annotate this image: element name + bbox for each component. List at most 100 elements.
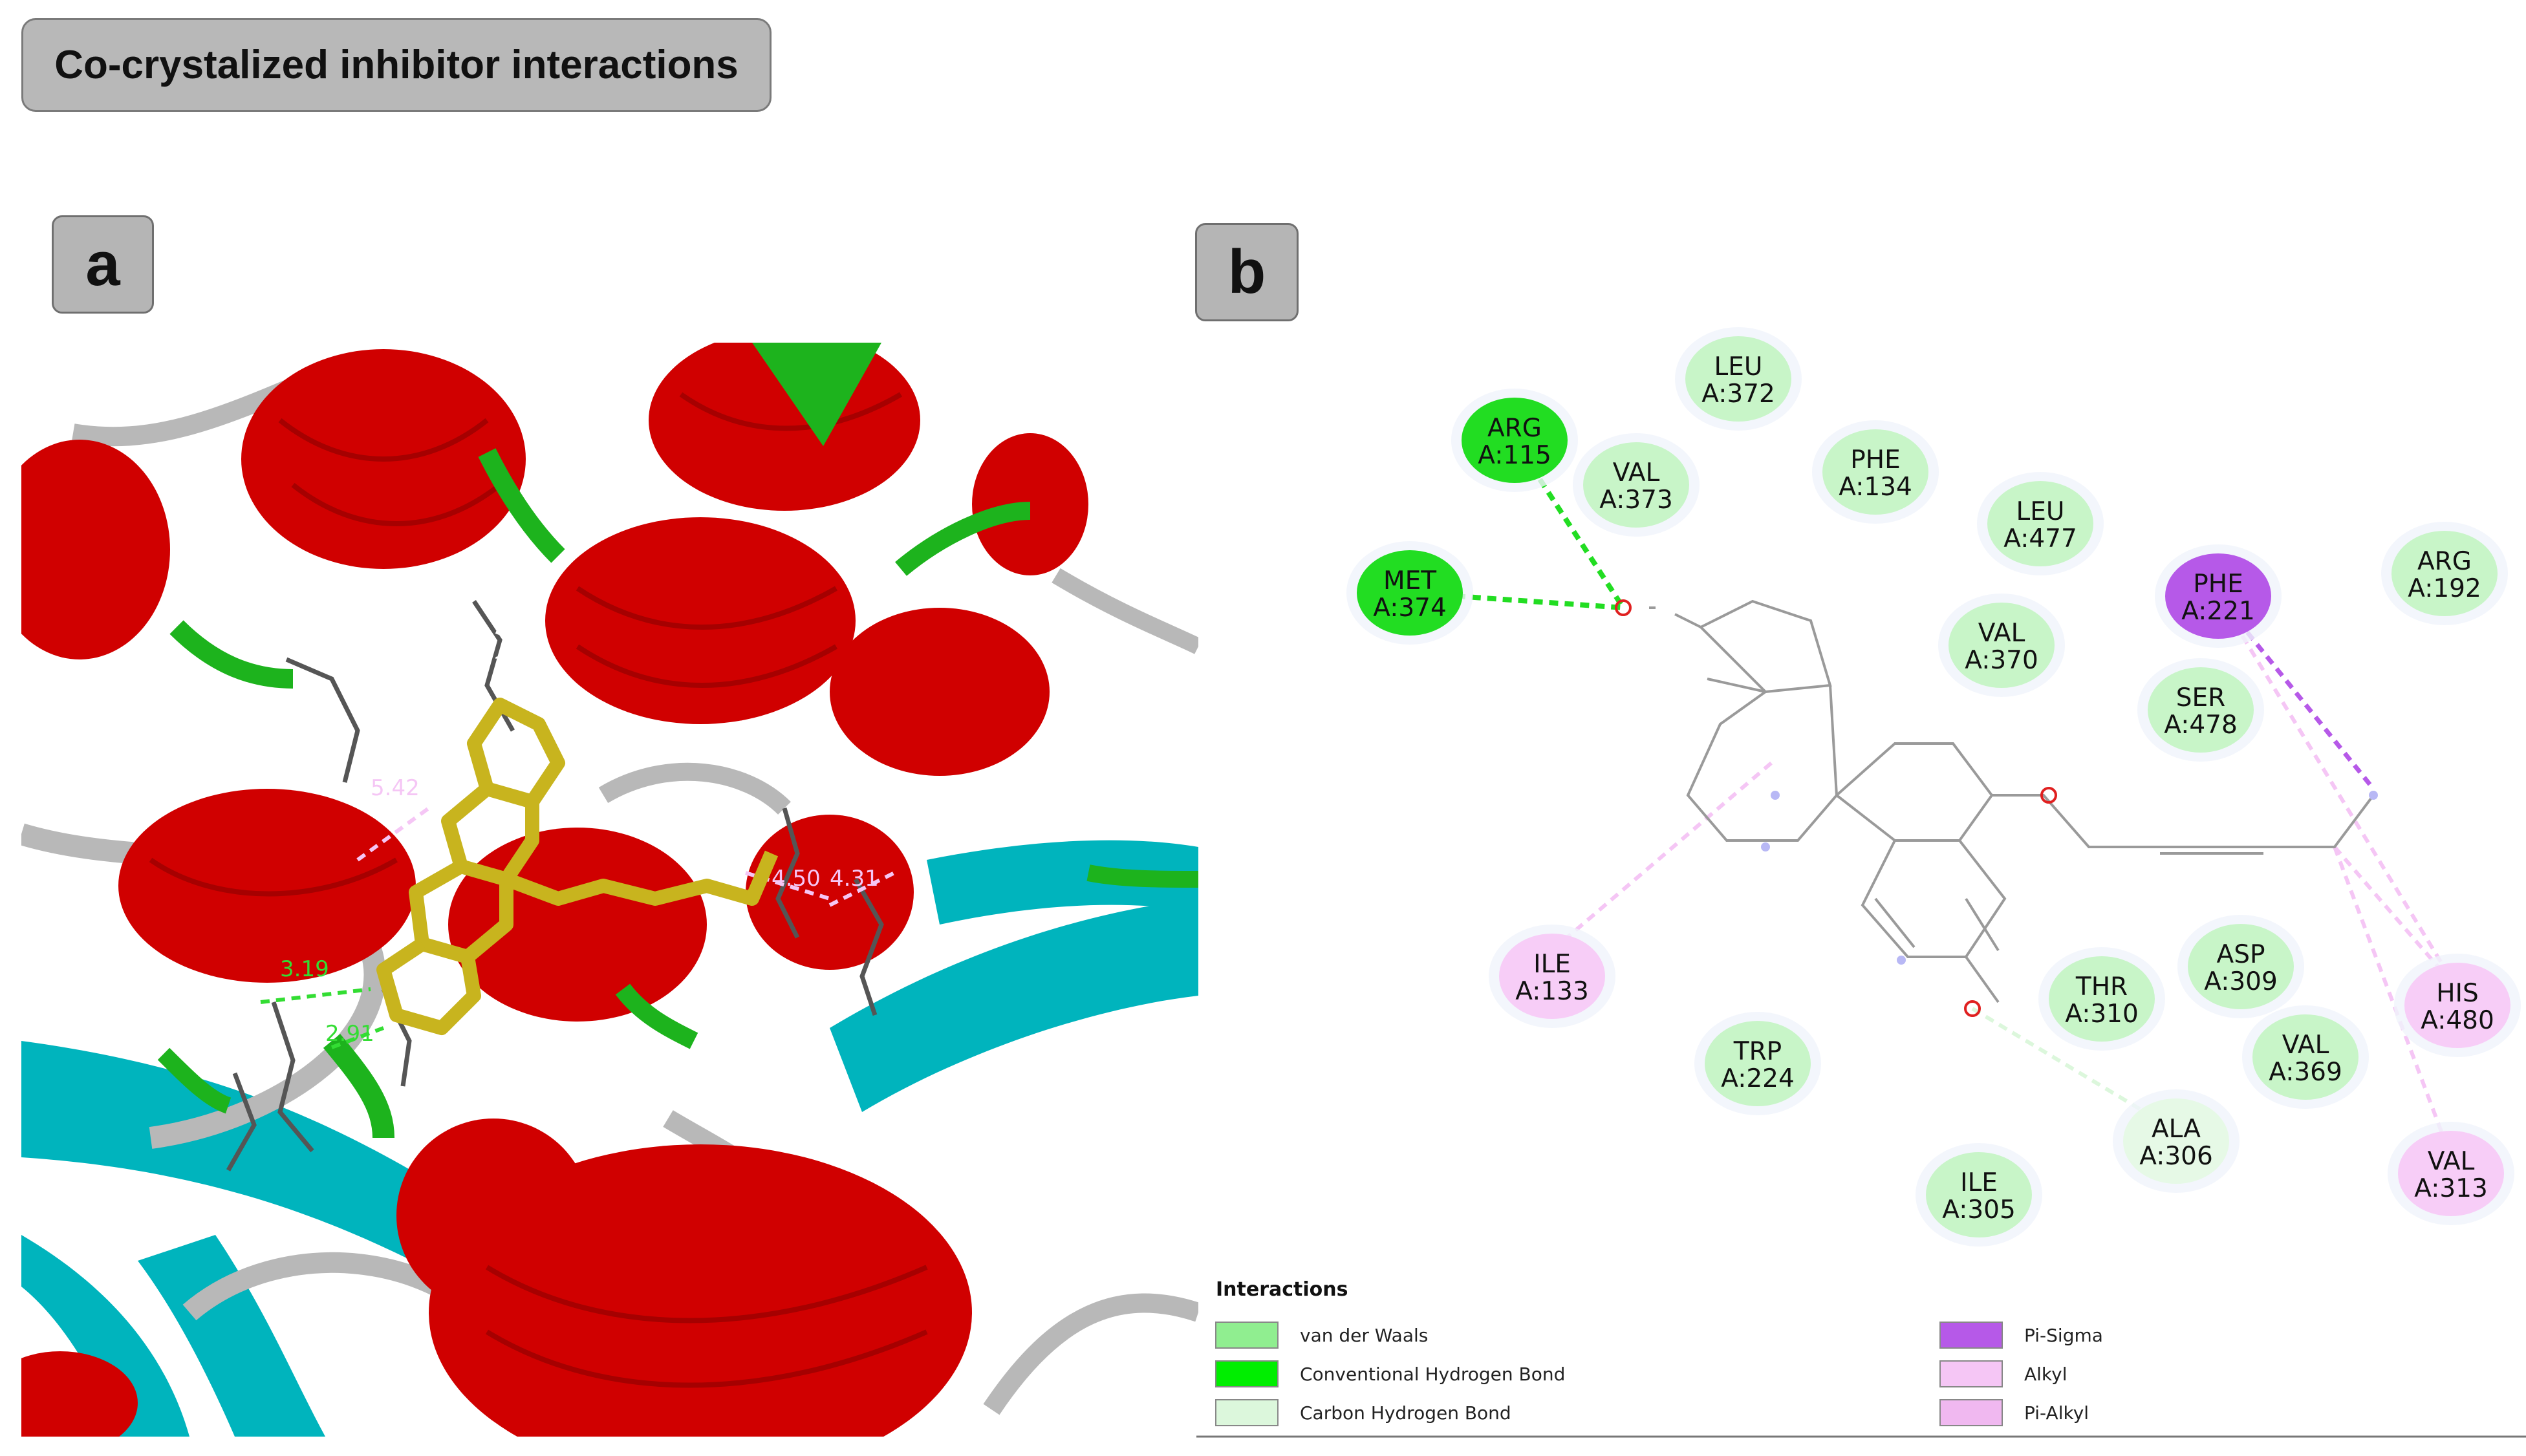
legend-title: Interactions bbox=[1216, 1278, 1348, 1301]
legend-swatch bbox=[1939, 1399, 2003, 1426]
residue-id: A:192 bbox=[2408, 574, 2481, 603]
distance-label: 3.19 bbox=[280, 956, 329, 982]
coil bbox=[598, 762, 791, 815]
legend-swatch bbox=[1215, 1360, 1279, 1387]
legend-item: van der Waals bbox=[1215, 1322, 1428, 1349]
panel-b-label: b bbox=[1195, 223, 1299, 321]
beta-sheet bbox=[21, 1041, 474, 1293]
turn-segment bbox=[895, 502, 1031, 576]
residue-id: A:221 bbox=[2181, 597, 2255, 626]
legend-item: Conventional Hydrogen Bond bbox=[1215, 1360, 1565, 1387]
residue-id: A:224 bbox=[1721, 1064, 1795, 1093]
pi-center bbox=[2369, 791, 2378, 800]
residue-id: A:373 bbox=[1599, 486, 1673, 515]
legend-swatch bbox=[1215, 1399, 1279, 1426]
turn-segment bbox=[169, 620, 294, 689]
alpha-helix bbox=[545, 517, 856, 724]
legend-swatch bbox=[1939, 1322, 2003, 1349]
legend-item: Pi-Alkyl bbox=[1939, 1399, 2089, 1426]
legend-label: Pi-Sigma bbox=[2024, 1325, 2103, 1346]
heteroatom-markers bbox=[1615, 599, 2378, 1017]
title-box: Co-crystalized inhibitor interactions bbox=[21, 18, 772, 112]
legend-label: Pi-Alkyl bbox=[2024, 1402, 2089, 1424]
residue-id: A:370 bbox=[1965, 646, 2038, 675]
residue-id: A:478 bbox=[2164, 711, 2238, 740]
residue-id: A:309 bbox=[2204, 967, 2278, 996]
pi-center bbox=[1761, 842, 1770, 851]
residue-name: SER bbox=[2176, 683, 2226, 712]
beta-sheet bbox=[927, 840, 1198, 925]
residue-name: VAL bbox=[2282, 1031, 2329, 1060]
turn-segment bbox=[752, 343, 881, 446]
residue-name: ARG bbox=[1487, 414, 1542, 443]
residue-name: PHE bbox=[1850, 445, 1901, 475]
alpha-helix bbox=[396, 1119, 590, 1312]
legend-label: Carbon Hydrogen Bond bbox=[1300, 1402, 1511, 1424]
turn-segment bbox=[323, 1034, 394, 1139]
legend-item: Carbon Hydrogen Bond bbox=[1215, 1399, 1511, 1426]
residue-name: ARG bbox=[2417, 547, 2472, 576]
alkyl-line bbox=[1551, 758, 1776, 952]
residue-id: A:115 bbox=[1478, 441, 1551, 470]
beta-sheet bbox=[830, 899, 1198, 1112]
oxygen-atom bbox=[1964, 1000, 1981, 1017]
residue-name: ILE bbox=[1533, 950, 1571, 979]
distance-label: 4.50 bbox=[772, 866, 821, 892]
turn-segment bbox=[478, 448, 565, 563]
residue-name: HIS bbox=[2436, 979, 2479, 1008]
distance-label: 5.42 bbox=[371, 775, 420, 801]
alpha-helix bbox=[448, 828, 707, 1022]
residue-id: A:310 bbox=[2065, 1000, 2139, 1029]
alpha-helix bbox=[21, 1351, 138, 1437]
distance-label: 2.91 bbox=[325, 1021, 374, 1047]
residue-name: ALA bbox=[2152, 1115, 2201, 1144]
residue-id: A:134 bbox=[1839, 473, 1912, 502]
protein-3d-view: 3.09 5.42 4.50 4.31 3.19 2.91 bbox=[21, 343, 1198, 1437]
residue-name: ILE bbox=[1960, 1168, 1998, 1197]
residue-name: TRP bbox=[1733, 1037, 1782, 1066]
residue-id: A:133 bbox=[1515, 977, 1589, 1006]
ligand-2d-structure bbox=[1649, 599, 2375, 1003]
residue-name: MET bbox=[1383, 566, 1436, 595]
interaction-2d-diagram: ARGA:115META:374VALA:373LEUA:372PHEA:134… bbox=[1196, 327, 2526, 1438]
pi-center bbox=[1771, 791, 1780, 800]
residue-name: VAL bbox=[2428, 1147, 2475, 1176]
turn-segment bbox=[157, 1047, 232, 1114]
legend-item: Pi-Sigma bbox=[1939, 1322, 2103, 1349]
residue-id: A:313 bbox=[2414, 1174, 2488, 1203]
alpha-helix bbox=[21, 440, 170, 659]
distance-label: 4.31 bbox=[830, 866, 879, 892]
beta-sheet bbox=[138, 1235, 325, 1437]
residue-id: A:372 bbox=[1701, 380, 1775, 409]
oxygen-atom bbox=[2040, 787, 2057, 804]
coil bbox=[983, 1293, 1198, 1415]
residue-id: A:306 bbox=[2139, 1142, 2213, 1171]
residue-name: LEU bbox=[2016, 497, 2065, 526]
alpha-helix bbox=[746, 815, 914, 970]
residue-id: A:305 bbox=[1942, 1195, 2016, 1225]
residue-name: PHE bbox=[2193, 570, 2243, 599]
distance-label: 3.09 bbox=[493, 652, 543, 678]
alpha-helix bbox=[118, 789, 416, 983]
pisigma-line bbox=[2216, 594, 2375, 791]
residue-id: A:374 bbox=[1373, 594, 1447, 623]
figure-title: Co-crystalized inhibitor interactions bbox=[54, 43, 739, 87]
legend-label: van der Waals bbox=[1300, 1325, 1428, 1346]
alkyl-line bbox=[2333, 846, 2453, 1159]
pi-center bbox=[1897, 956, 1906, 965]
